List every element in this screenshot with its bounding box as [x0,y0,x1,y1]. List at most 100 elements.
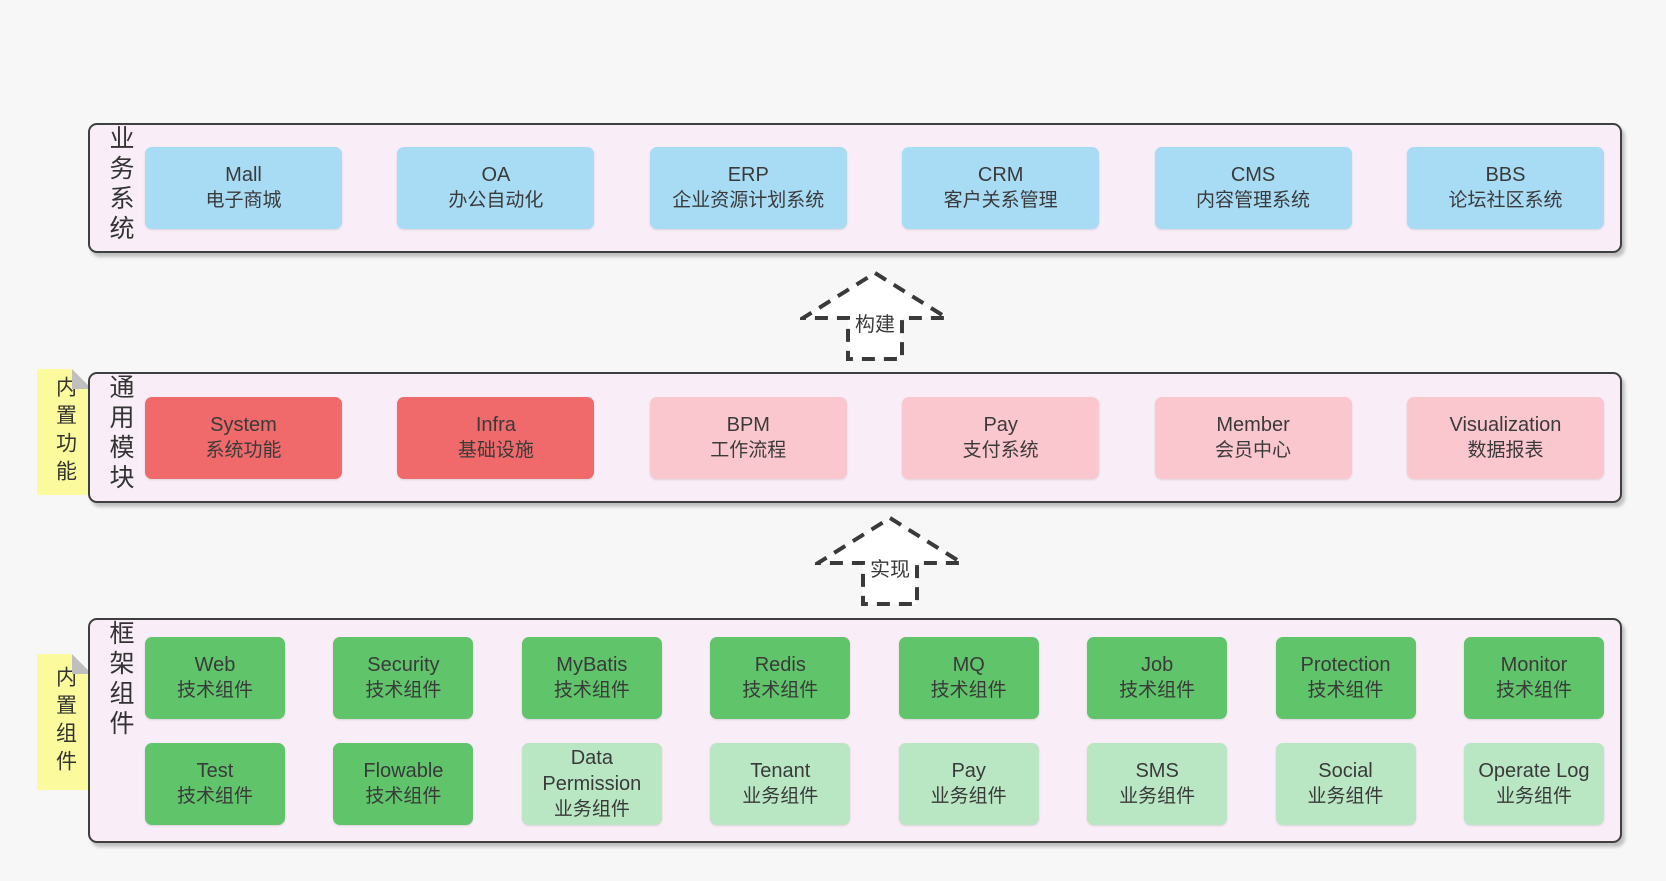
box-title: BPM [726,413,770,436]
box-subtitle: 技术组件 [365,679,442,701]
components-box-grid: Web 技术组件 Security 技术组件 MyBatis 技术组件 Redi… [145,620,1604,841]
components-row-2: Test 技术组件 Flowable 技术组件 Data Permission … [145,742,1604,825]
box-title: Protection [1300,653,1391,676]
box-pay-biz: Pay 业务组件 [898,742,1039,825]
box-security: Security 技术组件 [333,636,474,719]
box-subtitle: 技术组件 [365,785,442,807]
box-subtitle: 技术组件 [742,679,819,701]
box-subtitle: 技术组件 [176,785,253,807]
box-subtitle: 数据报表 [1467,439,1544,461]
implement-arrow-icon: 实现 [815,515,965,607]
arrow-label: 构建 [852,308,898,337]
box-title: Mall [225,164,262,186]
box-title: Infra [475,413,516,436]
band-business-systems: 业务系统 Mall 电子商城 OA 办公自动化 ERP 企业资源计划系统 CRM… [88,123,1622,253]
arrow-label: 实现 [867,553,913,582]
box-title: Pay [951,759,986,782]
sticky-note-label: 内置功能 [53,376,77,488]
box-subtitle: 业务组件 [1495,785,1572,807]
box-subtitle: 技术组件 [176,679,253,701]
box-sms: SMS 业务组件 [1087,742,1228,825]
box-subtitle: 技术组件 [1307,679,1384,701]
box-subtitle: 基础设施 [457,439,534,461]
box-erp: ERP 企业资源计划系统 [649,147,847,229]
box-subtitle: 系统功能 [205,439,282,461]
sticky-note-built-in-features: 内置功能 [37,369,92,495]
band-common-modules: 通用模块 System 系统功能 Infra 基础设施 BPM 工作流程 Pay… [88,372,1622,503]
box-test: Test 技术组件 [145,742,285,825]
box-title: Flowable [363,759,444,782]
box-title: Security [367,653,440,676]
box-title: Data Permission [542,746,642,795]
box-title: Monitor [1500,653,1568,676]
sticky-note-built-in-components: 内置组件 [37,654,92,790]
modules-box-row: System 系统功能 Infra 基础设施 BPM 工作流程 Pay 支付系统… [145,374,1604,501]
box-subtitle: 办公自动化 [448,190,544,211]
box-subtitle: 业务组件 [1307,785,1384,807]
box-social: Social 业务组件 [1275,742,1416,825]
box-title: SMS [1135,759,1179,782]
box-subtitle: 客户关系管理 [943,190,1058,211]
box-protection: Protection 技术组件 [1275,636,1416,719]
box-title: Member [1216,413,1290,436]
box-subtitle: 会员中心 [1215,439,1292,461]
box-title: MQ [952,653,985,676]
box-mq: MQ 技术组件 [898,636,1039,719]
box-system: System 系统功能 [145,396,342,479]
box-cms: CMS 内容管理系统 [1154,147,1352,229]
band-side-label: 业务系统 [106,125,134,245]
box-bbs: BBS 论坛社区系统 [1406,147,1604,229]
build-arrow-icon: 构建 [800,270,950,362]
box-subtitle: 业务组件 [1119,785,1196,807]
box-title: Job [1140,653,1174,676]
box-subtitle: 技术组件 [553,679,630,701]
box-monitor: Monitor 技术组件 [1463,636,1604,719]
box-flowable: Flowable 技术组件 [333,742,474,825]
box-title: Tenant [750,759,811,782]
business-box-row: Mall 电子商城 OA 办公自动化 ERP 企业资源计划系统 CRM 客户关系… [145,125,1604,251]
box-title: Social [1318,759,1373,782]
box-data-permission: Data Permission 业务组件 [521,742,662,825]
box-title: Visualization [1449,413,1562,436]
box-operate-log: Operate Log 业务组件 [1463,742,1604,825]
box-title: Test [196,759,234,782]
band-side-label: 通用模块 [106,374,134,494]
box-title: BBS [1485,164,1526,186]
box-title: MyBatis [556,653,628,676]
box-bpm: BPM 工作流程 [649,396,847,479]
box-title: Redis [754,653,806,676]
box-subtitle: 业务组件 [742,785,819,807]
box-subtitle: 业务组件 [553,798,630,820]
box-title: ERP [727,164,769,186]
box-oa: OA 办公自动化 [397,147,595,229]
box-title: Operate Log [1478,759,1590,782]
box-title: System [210,413,277,436]
box-title: CRM [977,164,1024,186]
box-subtitle: 业务组件 [930,785,1007,807]
box-member: Member 会员中心 [1154,396,1352,479]
box-subtitle: 企业资源计划系统 [672,190,825,211]
box-tenant: Tenant 业务组件 [710,742,851,825]
box-mall: Mall 电子商城 [145,147,342,229]
box-title: OA [481,164,511,186]
band-framework-components: 框架组件 Web 技术组件 Security 技术组件 MyBatis 技术组件… [88,618,1622,843]
box-subtitle: 工作流程 [710,439,787,461]
box-pay: Pay 支付系统 [902,396,1100,479]
box-infra: Infra 基础设施 [397,396,595,479]
components-row-1: Web 技术组件 Security 技术组件 MyBatis 技术组件 Redi… [145,636,1604,719]
sticky-note-label: 内置组件 [53,666,77,778]
box-job: Job 技术组件 [1087,636,1228,719]
box-visualization: Visualization 数据报表 [1406,396,1604,479]
box-crm: CRM 客户关系管理 [902,147,1100,229]
box-subtitle: 技术组件 [1119,679,1196,701]
box-subtitle: 内容管理系统 [1196,190,1311,211]
box-redis: Redis 技术组件 [710,636,851,719]
box-title: CMS [1230,164,1276,186]
box-mybatis: MyBatis 技术组件 [521,636,662,719]
box-subtitle: 支付系统 [962,439,1039,461]
box-subtitle: 技术组件 [1495,679,1572,701]
box-subtitle: 电子商城 [205,190,282,211]
box-subtitle: 论坛社区系统 [1448,190,1563,211]
box-title: Web [194,653,236,676]
